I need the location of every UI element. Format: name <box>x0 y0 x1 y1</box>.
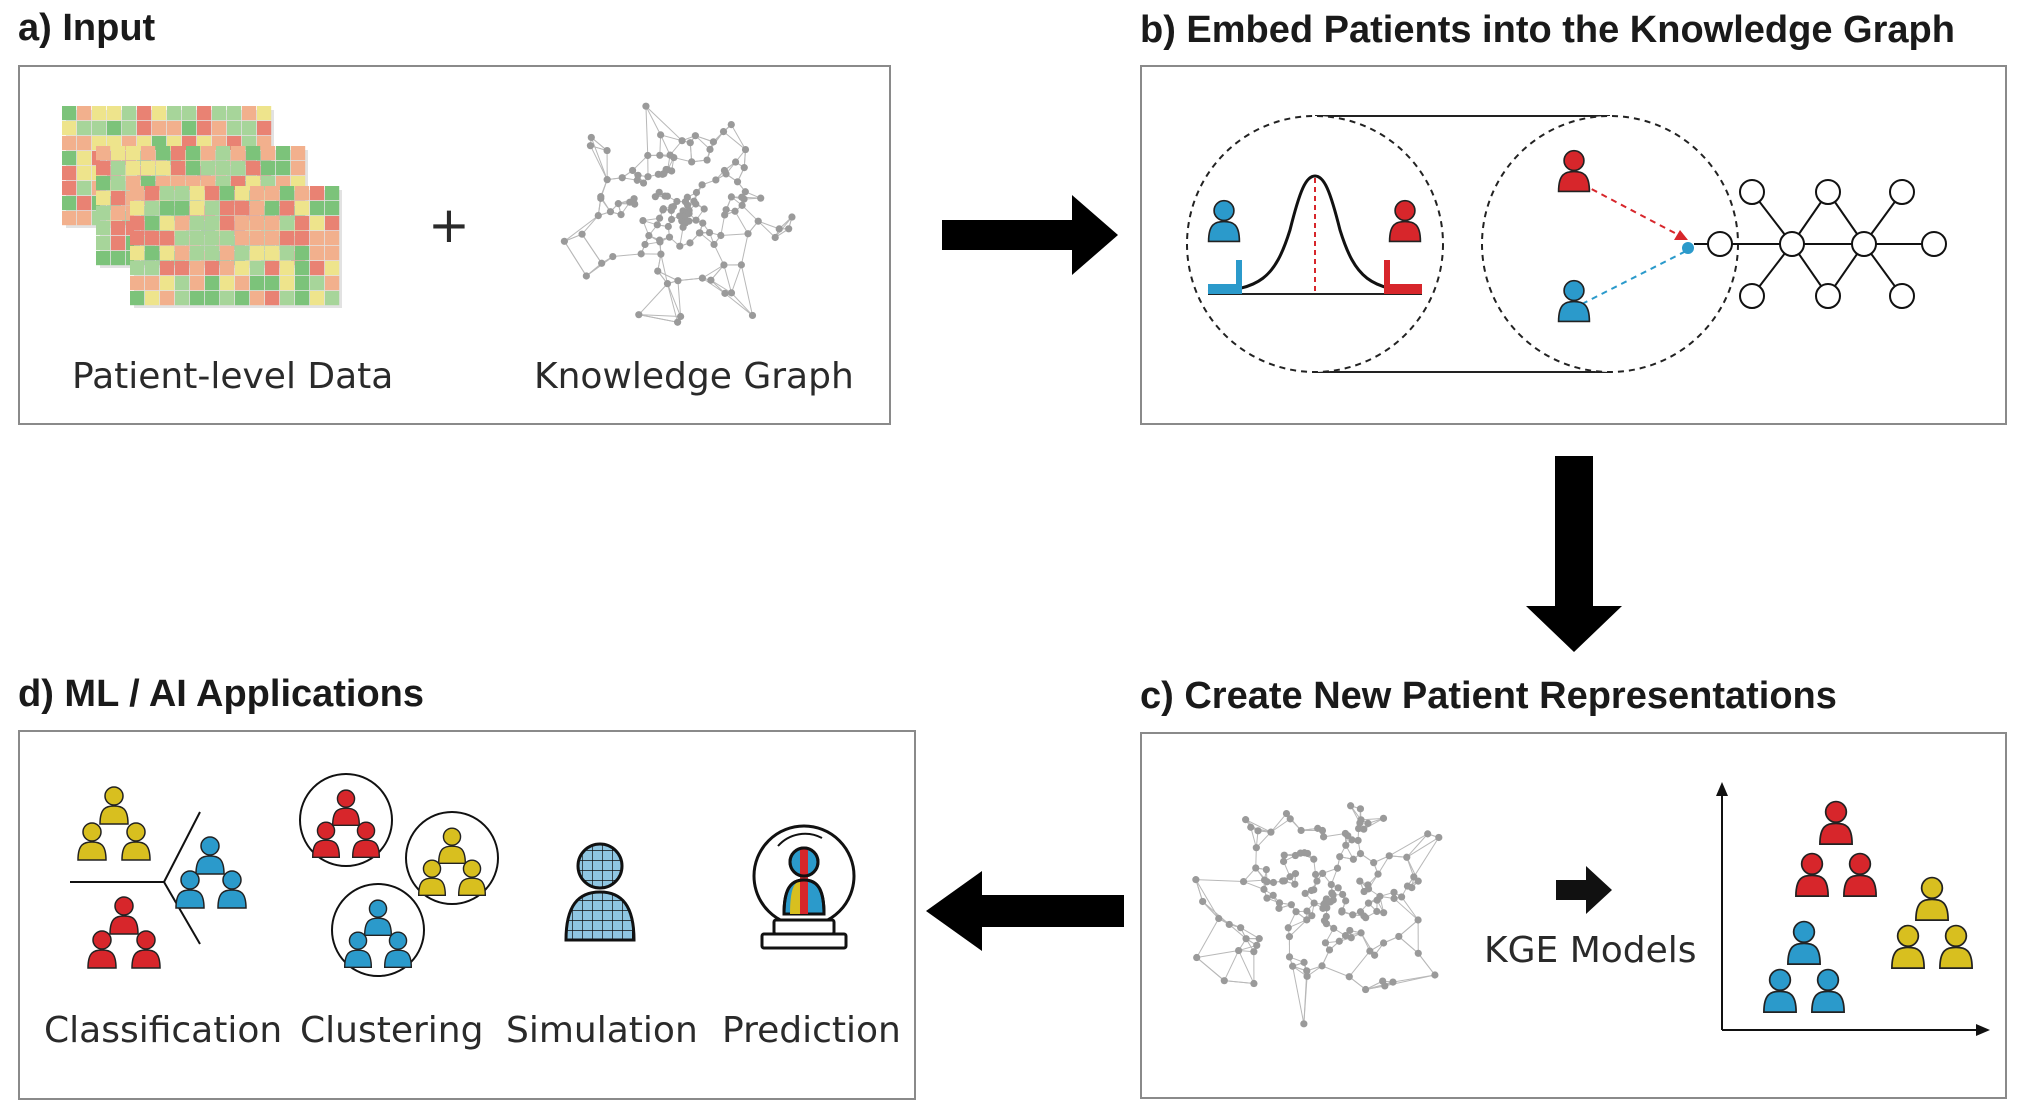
graph-node <box>1739 179 1765 205</box>
application-label-prediction: Prediction <box>722 1010 901 1051</box>
graph-node <box>1921 231 1947 257</box>
person-icon <box>77 822 107 861</box>
embedding-scatter-plot <box>1716 782 1990 1036</box>
person-icon <box>383 931 413 969</box>
application-label-simulation: Simulation <box>506 1010 698 1051</box>
person-icon <box>437 827 467 865</box>
person-icon <box>1795 852 1829 897</box>
panel-d-heading: d) ML / AI Applications <box>18 673 425 715</box>
network-nodes <box>1192 802 1443 1028</box>
graph-node <box>1851 231 1877 257</box>
arrow-left-icon <box>926 871 1124 951</box>
plus-sign: + <box>428 196 470 254</box>
person-icon <box>311 821 341 859</box>
person-icon <box>1939 924 1973 969</box>
network-graph-icon <box>560 102 796 326</box>
network-edges <box>1195 805 1440 1024</box>
network-nodes <box>560 102 796 326</box>
person-icon <box>99 786 129 825</box>
patient-data-label: Patient-level Data <box>72 356 394 397</box>
arrow-right-icon <box>942 195 1118 275</box>
graph-node <box>1739 283 1765 309</box>
graph-node <box>1815 179 1841 205</box>
application-label-clustering: Clustering <box>300 1010 484 1051</box>
panel-c-heading: c) Create New Patient Representations <box>1140 675 1837 717</box>
person-icon <box>1811 968 1845 1013</box>
kge-models-label: KGE Models <box>1484 930 1697 971</box>
person-icon <box>1915 876 1949 921</box>
person-icon <box>195 836 225 875</box>
person-icon <box>1819 800 1853 845</box>
person-icon <box>457 859 487 897</box>
person-icon <box>1891 924 1925 969</box>
graph-node <box>1889 179 1915 205</box>
arrow-down-icon <box>1526 456 1622 652</box>
application-label-classification: Classification <box>44 1010 283 1051</box>
person-icon <box>1207 199 1241 243</box>
panel-d-applications <box>18 730 916 1100</box>
person-icon <box>1787 920 1821 965</box>
person-icon <box>217 870 247 909</box>
person-icon <box>109 896 139 935</box>
person-icon <box>351 821 381 859</box>
heatmap-layer <box>130 186 342 308</box>
person-icon <box>363 899 393 937</box>
panel-a-heading: a) Input <box>18 7 156 49</box>
panel-b-heading: b) Embed Patients into the Knowledge Gra… <box>1140 9 1955 51</box>
person-icon <box>121 822 151 861</box>
person-icon <box>1763 968 1797 1013</box>
person-icon <box>343 931 373 969</box>
panel-c-representations <box>1140 732 2007 1099</box>
crystal-ball-icon <box>752 824 856 950</box>
person-icon <box>1557 149 1591 193</box>
person-icon <box>331 789 361 827</box>
person-icon <box>1388 199 1422 243</box>
embedding-schematic <box>1186 115 1947 373</box>
clustering-icon <box>299 773 499 977</box>
heatmap-stack-icon <box>62 106 342 308</box>
person-icon <box>87 930 117 969</box>
person-icon <box>1843 852 1877 897</box>
simulation-person-icon <box>564 842 636 942</box>
person-icon <box>175 870 205 909</box>
knowledge-graph-node-tree <box>1694 179 1947 309</box>
person-icon <box>1557 279 1591 323</box>
graph-node <box>1889 283 1915 309</box>
knowledge-graph-label: Knowledge Graph <box>534 356 854 397</box>
person-icon <box>417 859 447 897</box>
graph-node <box>1707 231 1733 257</box>
graph-node <box>1815 283 1841 309</box>
network-graph-icon <box>1192 802 1443 1028</box>
small-arrow-icon <box>1556 866 1612 914</box>
person-icon <box>131 930 161 969</box>
graph-node <box>1779 231 1805 257</box>
classification-icon <box>70 786 247 969</box>
